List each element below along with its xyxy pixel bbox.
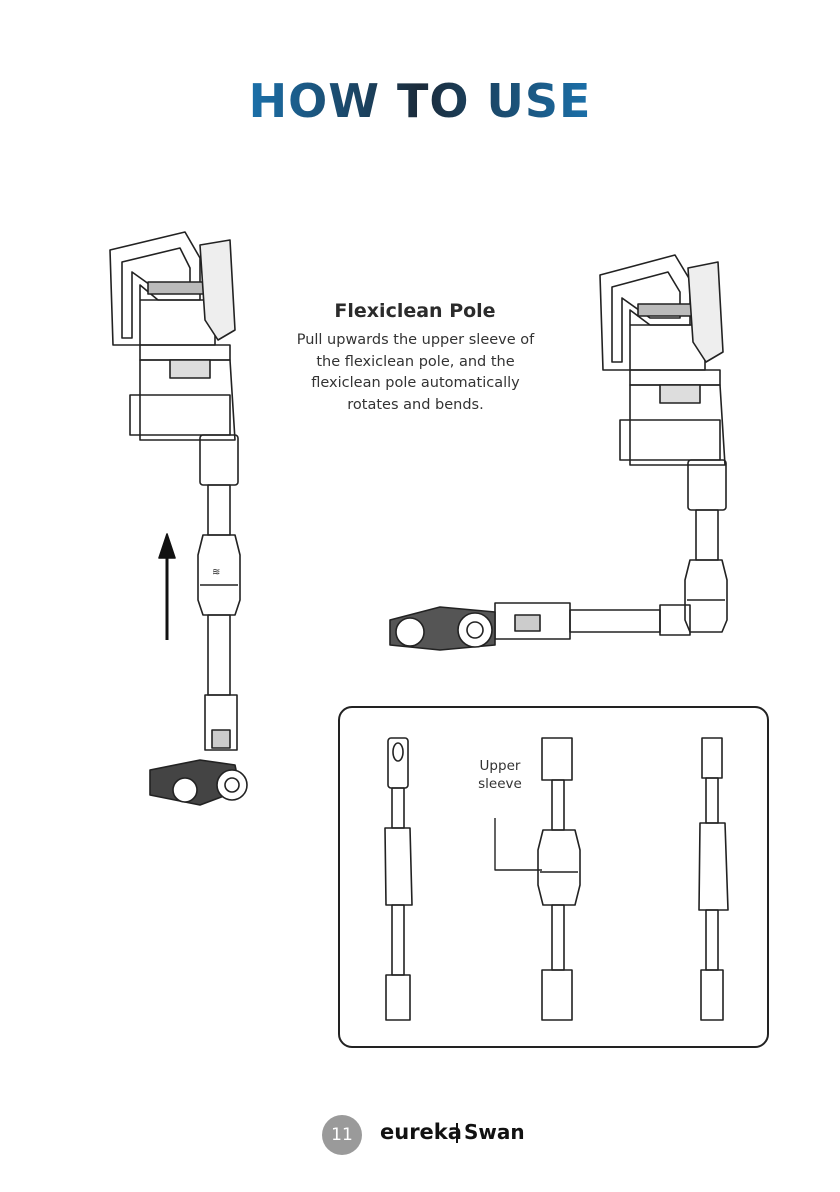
callout-line-1: Upper — [474, 757, 526, 775]
section-body: Pull upwards the upper sleeve of the fle… — [288, 330, 543, 416]
brand-eureka-logo: eureka — [380, 1120, 462, 1144]
pole-detail-frame — [338, 706, 769, 1048]
arrow-up-icon — [159, 534, 175, 640]
brand-swan-logo: Swan — [464, 1120, 525, 1144]
page-number: 11 — [322, 1115, 362, 1155]
brand-divider — [456, 1123, 458, 1143]
svg-text:≋: ≋ — [212, 567, 220, 578]
callout-line-2: sleeve — [474, 775, 526, 793]
upper-sleeve-callout: Upper sleeve — [474, 757, 526, 793]
vacuum-upright-illustration: ≋ — [110, 232, 247, 805]
section-title: Flexiclean Pole — [290, 300, 540, 322]
